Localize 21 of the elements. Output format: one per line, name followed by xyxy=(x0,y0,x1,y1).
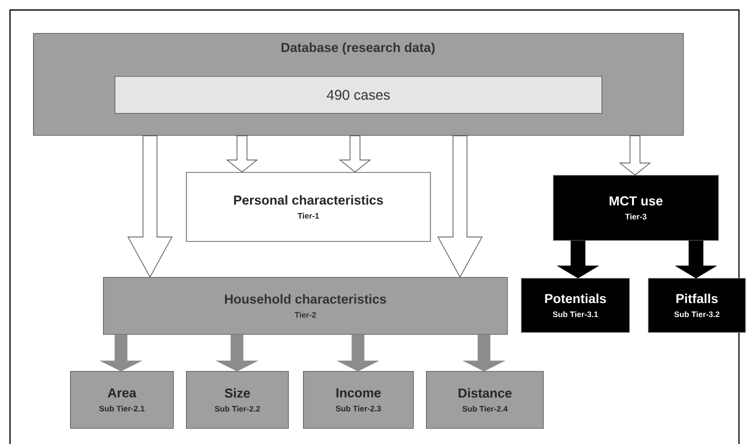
block-arrow xyxy=(462,334,506,372)
block-arrow xyxy=(336,334,380,372)
sub-tier-box: Area Sub Tier-2.1 xyxy=(70,371,174,429)
block-arrow xyxy=(339,135,371,172)
block-arrow xyxy=(216,334,258,372)
sub-tier-box: Income Sub Tier-2.3 xyxy=(303,371,414,429)
tier-box: Personal characteristics Tier-1 xyxy=(186,172,431,242)
sub-tier-box: Pitfalls Sub Tier-3.2 xyxy=(648,278,746,333)
block-arrow xyxy=(100,334,142,372)
tier-box: MCT use Tier-3 xyxy=(553,175,719,241)
block-arrow xyxy=(556,240,600,278)
block-arrow xyxy=(619,135,651,176)
sub-tier-box: Size Sub Tier-2.2 xyxy=(186,371,289,429)
tier-box: Household characteristics Tier-2 xyxy=(103,277,508,335)
block-arrow xyxy=(437,135,483,278)
block-arrow xyxy=(226,135,258,172)
sub-tier-box: Potentials Sub Tier-3.1 xyxy=(521,278,630,333)
sub-tier-box: Distance Sub Tier-2.4 xyxy=(426,371,544,429)
block-arrow xyxy=(127,135,173,278)
block-arrow xyxy=(674,240,718,278)
cases-box: 490 cases xyxy=(114,76,602,114)
